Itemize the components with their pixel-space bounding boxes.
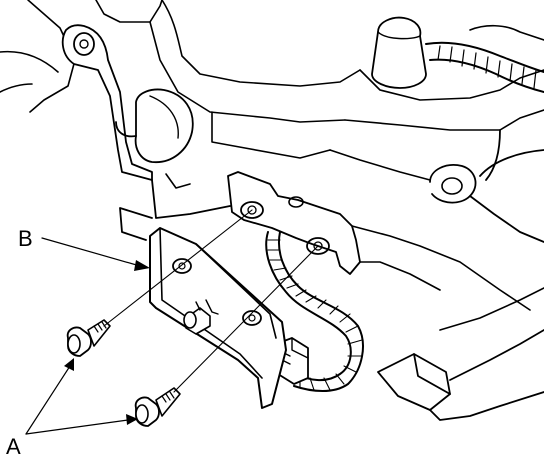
bracket-b (149, 227, 287, 409)
bolt-upper (66, 319, 111, 357)
callout-label-b: B (18, 226, 33, 251)
engine-block (0, 0, 544, 243)
alignment-lines (103, 209, 319, 393)
lower-mount (377, 287, 544, 421)
engine-mounting-flange (227, 171, 531, 311)
wiring-harness (265, 231, 364, 392)
leader-lines (25, 237, 150, 435)
callout-label-a: A (6, 434, 21, 459)
bolt-lower (134, 387, 181, 427)
